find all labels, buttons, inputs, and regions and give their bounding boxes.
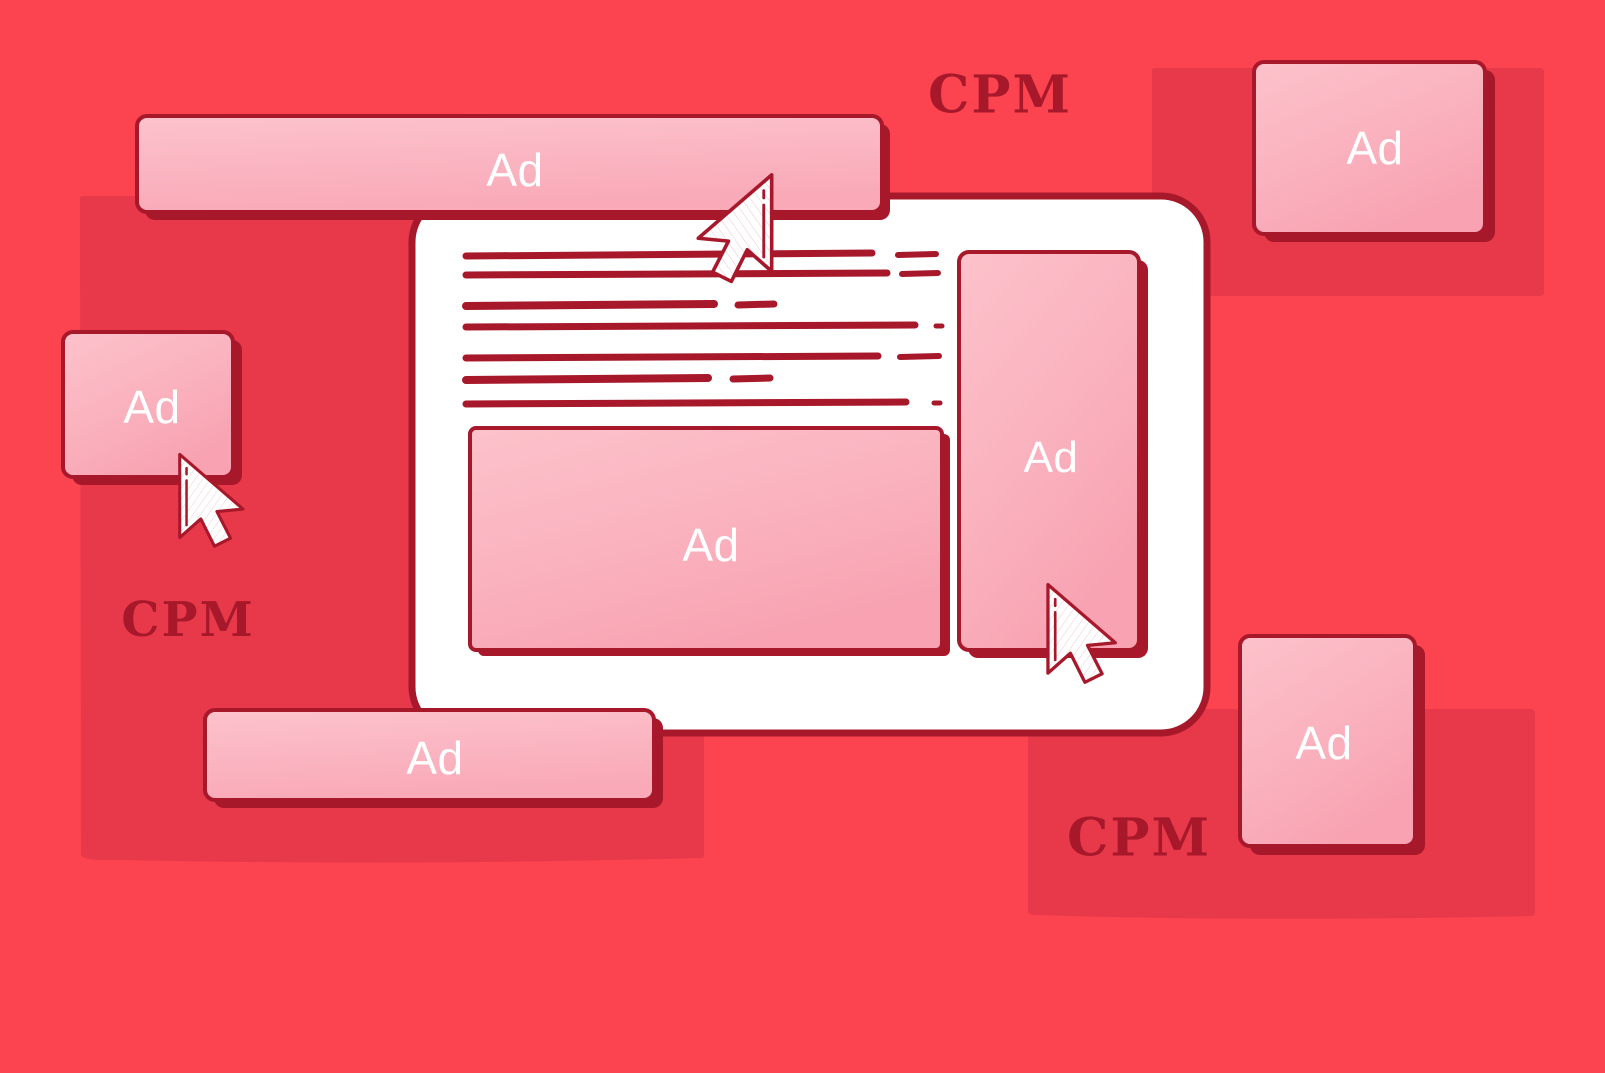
mouse-cursor-left-ad[interactable] bbox=[176, 452, 258, 552]
mouse-cursor-sidebar-ad[interactable] bbox=[1044, 582, 1130, 686]
ad-unit-top-right[interactable] bbox=[1254, 62, 1485, 234]
ad-unit-bottom-right[interactable] bbox=[1240, 636, 1415, 846]
cpm-label-bottom-right: CPM bbox=[1066, 807, 1212, 869]
cpm-label-top: CPM bbox=[927, 64, 1073, 126]
cpm-label-left: CPM bbox=[121, 592, 255, 648]
ad-unit-content-main[interactable] bbox=[470, 428, 942, 650]
ad-unit-bottom-banner[interactable] bbox=[205, 710, 654, 800]
mouse-cursor-top-banner[interactable] bbox=[690, 172, 782, 282]
